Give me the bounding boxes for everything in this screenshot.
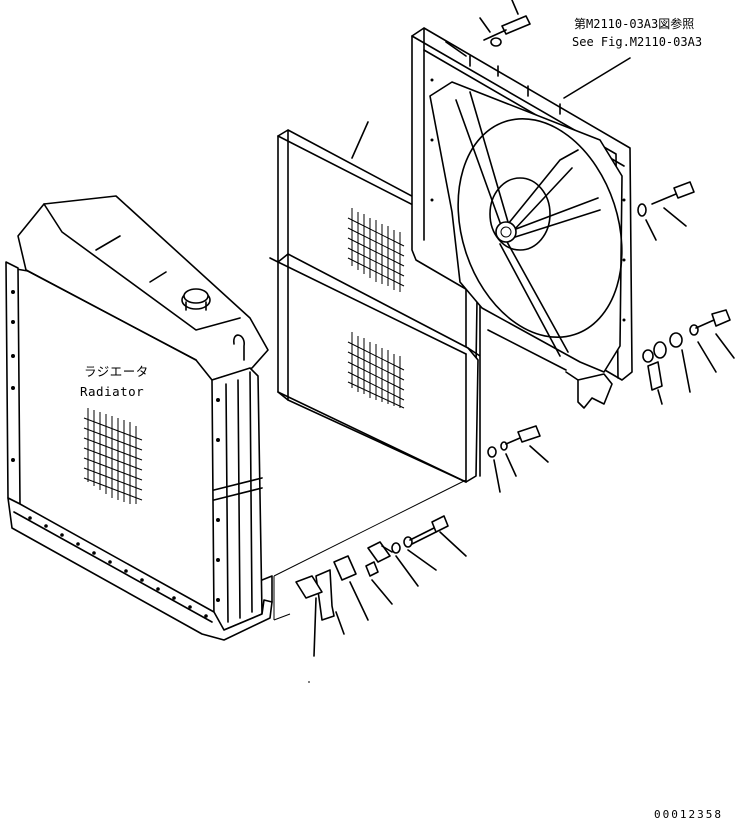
fan-shroud — [411, 27, 633, 409]
radiator-label-en: Radiator — [80, 384, 144, 399]
radiator: ラジエータ Radiator — [5, 195, 273, 641]
drawing-number: 00012358 — [654, 808, 723, 821]
radiator-label-jp: ラジエータ — [84, 364, 149, 379]
right-bolt-set-lower — [642, 309, 735, 405]
top-bolt-set — [479, 0, 531, 47]
radiator-core-mesh — [83, 408, 143, 504]
reference-label-en: See Fig.M2110-03A3 — [572, 35, 702, 49]
panel-bolt-set — [487, 425, 549, 493]
bottom-bolt-set — [295, 515, 467, 657]
inner-shroud-panels — [269, 121, 481, 483]
reference-label-jp: 第M2110-03A3図参照 — [574, 16, 694, 31]
right-bolt-set-upper — [637, 181, 695, 241]
